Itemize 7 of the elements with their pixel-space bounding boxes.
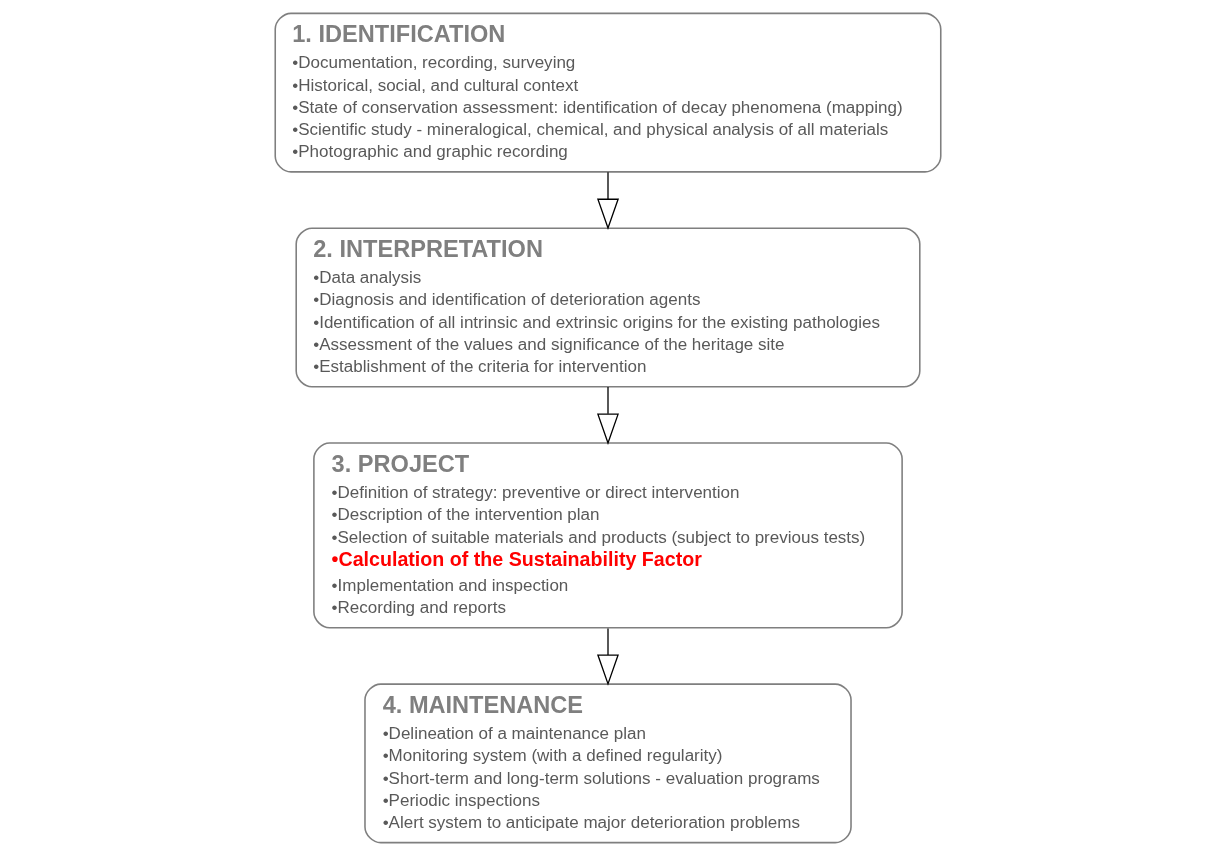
- node-box: 1. IDENTIFICATION •Documentation, recording, surveying •Historical, social, and cultural context •State of conservation assessment: identification of decay phenomena (mapping) •Scientific study - mineralogical, chemical, and physical analysis of all materials •Photographic and graphic recording: [273, 12, 942, 173]
- node-box: 4. MAINTENANCE •Delineation of a maintenance plan •Monitoring system (with a defined regularity) •Short-term and long-term solutions - evaluation programs •Periodic inspections •Alert system to anticipate major deterioration problems: [363, 683, 852, 844]
- arrow: [596, 627, 619, 686]
- node-box: 2. INTERPRETATION •Data analysis •Diagnosis and identification of deterioration agents •Identification of all intrinsic and extrinsic origins for the existing pathologies •Assessment of the values and significance of the heritage site •Establishment of the criteria for intervention: [294, 227, 921, 388]
- arrow: [596, 386, 619, 445]
- node-box: 3. PROJECT •Definition of strategy: preventive or direct intervention •Description of the intervention plan •Selection of suitable materials and products (subject to previous tests) •Calculation of the Sustainability Factor •Implementation and inspection •Recording and reports: [312, 442, 903, 629]
- arrow: [596, 171, 619, 231]
